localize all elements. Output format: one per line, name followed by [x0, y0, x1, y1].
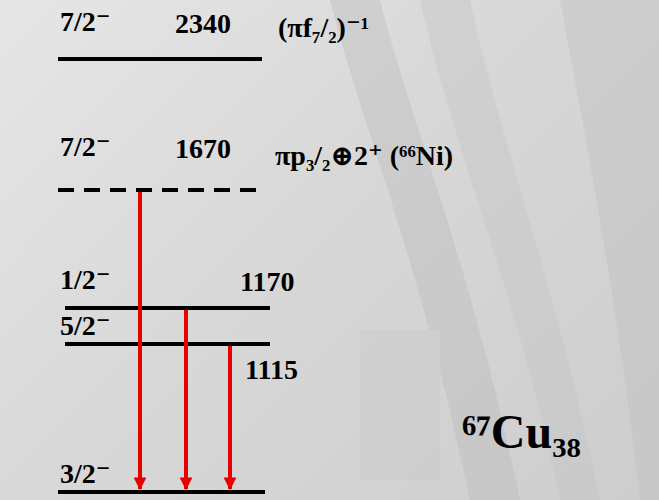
spin-label: 7/2⁻	[60, 133, 111, 161]
level-line	[65, 306, 270, 310]
configuration-label: (πf₇/₂)⁻¹	[278, 14, 369, 42]
nucleus-label: ⁶⁷Cu₃₈	[462, 408, 581, 456]
background-photo	[330, 0, 659, 500]
level-line-dashed	[58, 188, 262, 192]
spin-label: 1/2⁻	[60, 266, 111, 294]
energy-label: 1170	[240, 268, 294, 296]
spin-label: 3/2⁻	[60, 460, 111, 488]
gamma-arrow	[228, 346, 232, 489]
energy-label: 1115	[245, 356, 298, 384]
spin-label: 7/2⁻	[60, 8, 111, 36]
gamma-arrow	[184, 310, 188, 489]
gamma-arrow	[138, 192, 142, 489]
energy-label: 1670	[175, 135, 231, 163]
level-line	[65, 342, 270, 346]
level-line	[58, 490, 265, 494]
spin-label: 5/2⁻	[60, 312, 111, 340]
level-line	[58, 57, 262, 61]
configuration-label: πp₃/₂⊕2⁺ (⁶⁶Ni)	[275, 142, 453, 170]
energy-label: 2340	[175, 10, 231, 38]
